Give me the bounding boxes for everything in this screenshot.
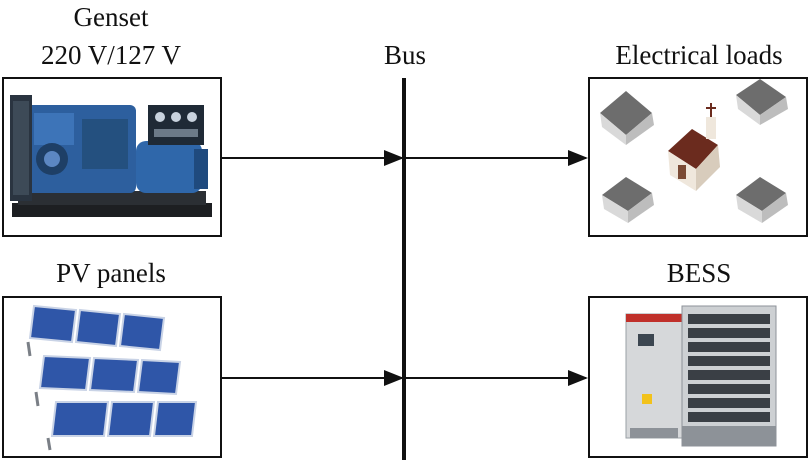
loads-box <box>588 77 808 237</box>
genset-image <box>4 79 220 235</box>
solar-panels-image <box>4 298 220 456</box>
house-icon <box>736 177 788 223</box>
loads-title: Electrical loads <box>615 40 783 70</box>
bess-title: BESS <box>666 258 732 288</box>
bess-box <box>588 296 808 458</box>
battery-cabinet-image <box>590 298 806 456</box>
pv-box <box>2 296 222 458</box>
house-icon <box>602 177 654 223</box>
pv-title: PV panels <box>56 258 166 288</box>
bus-label: Bus <box>383 40 427 70</box>
houses-church-image <box>590 79 806 235</box>
house-icon <box>600 91 654 145</box>
church-icon <box>668 103 720 191</box>
genset-box <box>2 77 222 237</box>
genset-title: Genset <box>73 2 149 32</box>
house-icon <box>736 79 788 125</box>
genset-voltage: 220 V/127 V <box>40 40 182 70</box>
